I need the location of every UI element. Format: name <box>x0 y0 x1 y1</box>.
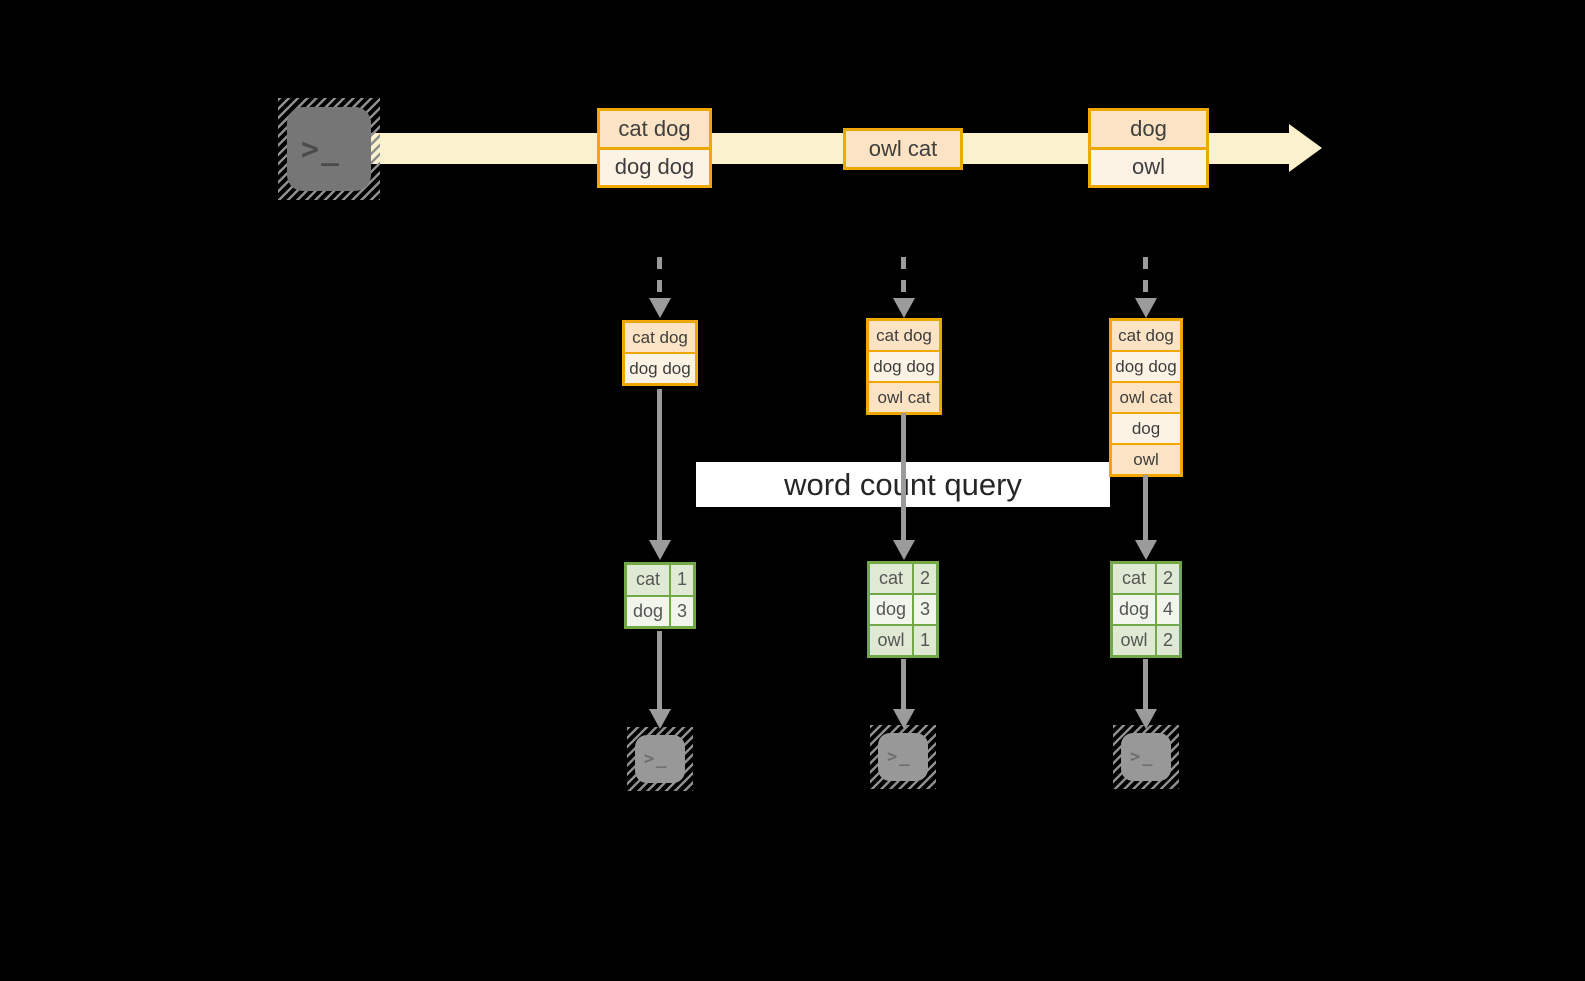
ingest-arrow-head-3 <box>1135 298 1157 318</box>
ingest-arrow-head-2 <box>893 298 915 318</box>
count-cell: 1 <box>914 626 936 655</box>
ingest-arrow-line-1 <box>657 257 662 299</box>
sink-terminal-screen: >_ <box>878 733 928 781</box>
output-arrow-line-2 <box>901 659 906 711</box>
ingest-arrow-line-2 <box>901 257 906 299</box>
sink-terminal-icon-2: >_ <box>870 725 936 789</box>
buffer-row: dog dog <box>1112 352 1180 381</box>
stream-message-line: dog dog <box>600 149 709 185</box>
buffer-stack-2: cat dog dog dog owl cat <box>866 318 942 415</box>
count-cell: 3 <box>671 596 693 626</box>
buffer-row: cat dog <box>1112 321 1180 350</box>
query-arrow-line-2 <box>901 413 906 540</box>
stream-message-box-2: owl cat <box>843 128 963 170</box>
query-arrow-line-1 <box>657 389 662 541</box>
terminal-prompt-glyph: >_ <box>644 749 669 769</box>
word-cell: dog <box>627 596 669 626</box>
terminal-prompt-glyph: >_ <box>1130 747 1155 767</box>
buffer-row: owl <box>1112 445 1180 474</box>
query-arrow-head-3 <box>1135 540 1157 560</box>
stream-arrowhead <box>1289 124 1322 172</box>
stream-message-line: dog <box>1091 111 1206 147</box>
buffer-row: dog <box>1112 414 1180 443</box>
count-table-3: cat 2 dog 4 owl 2 <box>1110 561 1182 658</box>
query-arrow-head-2 <box>893 540 915 560</box>
source-terminal-screen: >_ <box>287 107 371 191</box>
output-arrow-line-3 <box>1143 659 1148 711</box>
stream-message-box-3: dog owl <box>1088 108 1209 188</box>
terminal-prompt-glyph: >_ <box>301 131 342 167</box>
word-cell: cat <box>870 564 912 593</box>
stream-message-box-1: cat dog dog dog <box>597 108 712 188</box>
buffer-row: cat dog <box>625 323 695 352</box>
word-cell: dog <box>1113 595 1155 624</box>
buffer-row: dog dog <box>625 354 695 383</box>
buffer-stack-3: cat dog dog dog owl cat dog owl <box>1109 318 1183 477</box>
ingest-arrow-line-3 <box>1143 257 1148 299</box>
count-table-1: cat 1 dog 3 <box>624 562 696 629</box>
word-cell: dog <box>870 595 912 624</box>
word-cell: cat <box>627 565 669 595</box>
sink-terminal-screen: >_ <box>1121 733 1171 781</box>
sink-terminal-icon-3: >_ <box>1113 725 1179 789</box>
output-arrow-head-1 <box>649 709 671 729</box>
output-arrow-head-3 <box>1135 709 1157 729</box>
ingest-arrow-head-1 <box>649 298 671 318</box>
buffer-row: dog dog <box>869 352 939 381</box>
buffer-row: owl cat <box>1112 383 1180 412</box>
buffer-stack-1: cat dog dog dog <box>622 320 698 386</box>
count-cell: 1 <box>671 565 693 595</box>
output-arrow-head-2 <box>893 709 915 729</box>
count-table-2: cat 2 dog 3 owl 1 <box>867 561 939 658</box>
sink-terminal-icon-1: >_ <box>627 727 693 791</box>
terminal-prompt-glyph: >_ <box>887 747 912 767</box>
output-arrow-line-1 <box>657 631 662 711</box>
word-cell: owl <box>1113 626 1155 655</box>
count-cell: 3 <box>914 595 936 624</box>
buffer-row: owl cat <box>869 383 939 412</box>
count-cell: 4 <box>1157 595 1179 624</box>
word-cell: owl <box>870 626 912 655</box>
query-arrow-line-3 <box>1143 475 1148 540</box>
source-terminal-icon: >_ <box>278 98 380 200</box>
query-arrow-head-1 <box>649 540 671 560</box>
count-cell: 2 <box>914 564 936 593</box>
sink-terminal-screen: >_ <box>635 735 685 783</box>
buffer-row: cat dog <box>869 321 939 350</box>
stream-message-line: owl <box>1091 149 1206 185</box>
count-cell: 2 <box>1157 626 1179 655</box>
count-cell: 2 <box>1157 564 1179 593</box>
word-cell: cat <box>1113 564 1155 593</box>
stream-message-line: owl cat <box>846 131 960 167</box>
stream-message-line: cat dog <box>600 111 709 147</box>
